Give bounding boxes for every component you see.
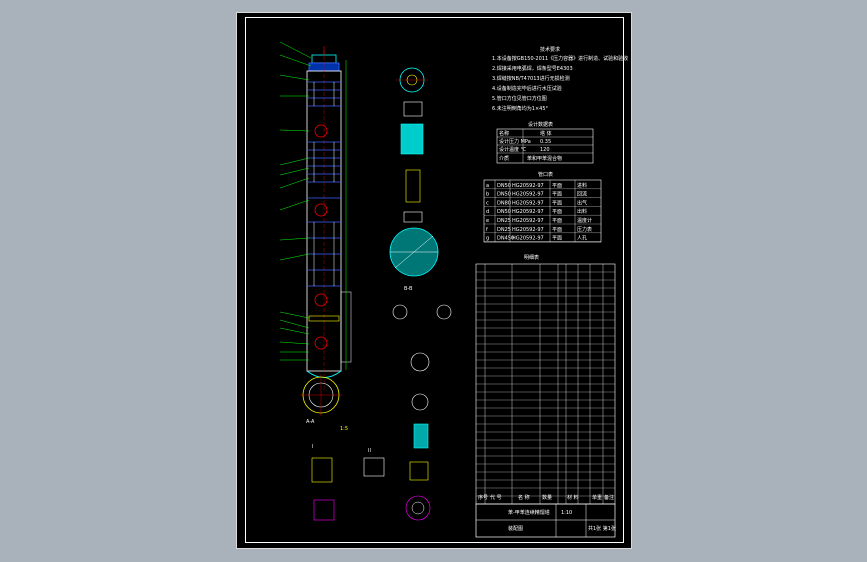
- parts-footer-material: 材 料: [567, 494, 579, 501]
- nozzle-cell: e: [486, 218, 489, 224]
- nozzle-cell: HG20592-97: [512, 192, 544, 198]
- note-line-3: 3.焊缝按NB/T47013进行无损检测: [492, 75, 570, 82]
- nozzle-cell: 平面: [552, 209, 562, 215]
- nozzle-cell: 出料: [577, 208, 587, 215]
- nozzle-cell: DN80: [497, 200, 511, 206]
- parts-footer-weight: 单重: [592, 494, 602, 501]
- title-block: 苯-甲苯连续精馏塔 装配图 1:10 共1张 第1张: [475, 503, 616, 538]
- title-drawing: 装配图: [508, 525, 523, 532]
- nozzle-cell: 平面: [552, 227, 562, 233]
- parts-list: 明细表 序号 代 号 名 称 数量 材 料 单重 备注: [475, 254, 616, 505]
- nozzle-cell: 平面: [552, 200, 562, 206]
- note-line-1: 1.本设备按GB150-2011《压力容器》进行制造、试验和验收: [492, 55, 628, 62]
- design-table-heading: 设计数据表: [528, 121, 553, 128]
- note-line-2: 2.焊接采用电弧焊，焊条型号E4303: [492, 65, 573, 72]
- nozzle-cell: HG20592-97: [512, 218, 544, 224]
- notes-heading: 技术要求: [540, 46, 560, 53]
- nozzle-cell: DN25: [497, 218, 511, 224]
- nozzle-cell: b: [486, 192, 489, 198]
- nozzle-cell: DN50: [497, 192, 511, 198]
- nozzle-cell: HG20592-97: [512, 227, 544, 233]
- nozzle-cell: c: [486, 200, 489, 206]
- design-cell: 120: [540, 147, 550, 153]
- title-project: 苯-甲苯连续精馏塔: [508, 509, 550, 516]
- design-cell: 设计压力 MPa: [499, 138, 531, 145]
- detail-views: I II 1:5 B-B: [311, 67, 452, 521]
- design-cell: 塔 体: [540, 130, 552, 137]
- title-sheet: 共1张 第1张: [588, 525, 616, 532]
- parts-footer-code: 代 号: [490, 494, 502, 501]
- detail-b-label: B-B: [404, 286, 413, 292]
- nozzle-cell: 平面: [552, 218, 562, 224]
- nozzle-cell: 进料: [577, 182, 587, 189]
- nozzle-cell: 平面: [552, 236, 562, 242]
- parts-footer-qty: 数量: [542, 494, 552, 501]
- drawing-frame: [245, 17, 624, 543]
- nozzle-cell: 平面: [552, 183, 562, 189]
- design-cell: 0.35: [540, 139, 551, 145]
- note-line-4: 4.设备制造完毕后进行水压试验: [492, 85, 562, 92]
- parts-footer-note: 备注: [604, 494, 614, 501]
- parts-table-heading: 明细表: [524, 254, 539, 261]
- nozzle-cell: HG20592-97: [512, 200, 544, 206]
- nozzle-cell: 压力表: [577, 226, 592, 233]
- nozzle-cell: 温度计: [577, 217, 592, 224]
- nozzle-table-heading: 管口表: [538, 171, 553, 178]
- nozzle-cell: d: [486, 209, 489, 215]
- design-cell: 名称: [499, 130, 509, 137]
- design-cell: 苯和甲苯混合物: [527, 155, 562, 162]
- nozzle-cell: DN50: [497, 209, 511, 215]
- nozzle-cell: a: [486, 183, 489, 189]
- detail-ii-label: II: [368, 448, 371, 454]
- technical-notes: 技术要求 1.本设备按GB150-2011《压力容器》进行制造、试验和验收 2.…: [492, 46, 628, 112]
- base-view-label: A-A: [306, 419, 315, 425]
- detail-scale-label: 1:5: [340, 426, 348, 432]
- detail-i-label: I: [312, 444, 313, 450]
- nozzle-cell: HG20592-97: [512, 209, 544, 215]
- design-data-table: 设计数据表 名称 塔 体 设计压力 MPa 0.35 设计温度 ℃ 120 介质…: [496, 121, 594, 164]
- design-cell: 介质: [499, 155, 509, 162]
- parts-footer-no: 序号: [478, 494, 488, 501]
- note-line-5: 5.管口方位见管口方位图: [492, 95, 547, 102]
- nozzle-cell: DN50: [497, 183, 511, 189]
- parts-footer-name: 名 称: [518, 494, 530, 501]
- nozzle-cell: 人孔: [577, 235, 587, 242]
- nozzle-cell: HG20592-97: [512, 183, 544, 189]
- title-scale: 1:10: [561, 510, 572, 516]
- nozzle-cell: 回流: [577, 191, 587, 198]
- nozzle-cell: g: [486, 236, 489, 242]
- nozzle-cell: HG20592-97: [512, 236, 544, 242]
- nozzle-cell: 平面: [552, 192, 562, 198]
- nozzle-cell: DN25: [497, 227, 511, 233]
- nozzle-cell: DN450: [497, 236, 514, 242]
- design-cell: 设计温度 ℃: [499, 146, 527, 153]
- nozzle-cell: f: [486, 227, 488, 233]
- nozzle-cell: 出气: [577, 199, 587, 206]
- tower-elevation: A-A: [279, 41, 352, 425]
- note-line-6: 6.未注明倒角均为1×45°: [492, 105, 549, 112]
